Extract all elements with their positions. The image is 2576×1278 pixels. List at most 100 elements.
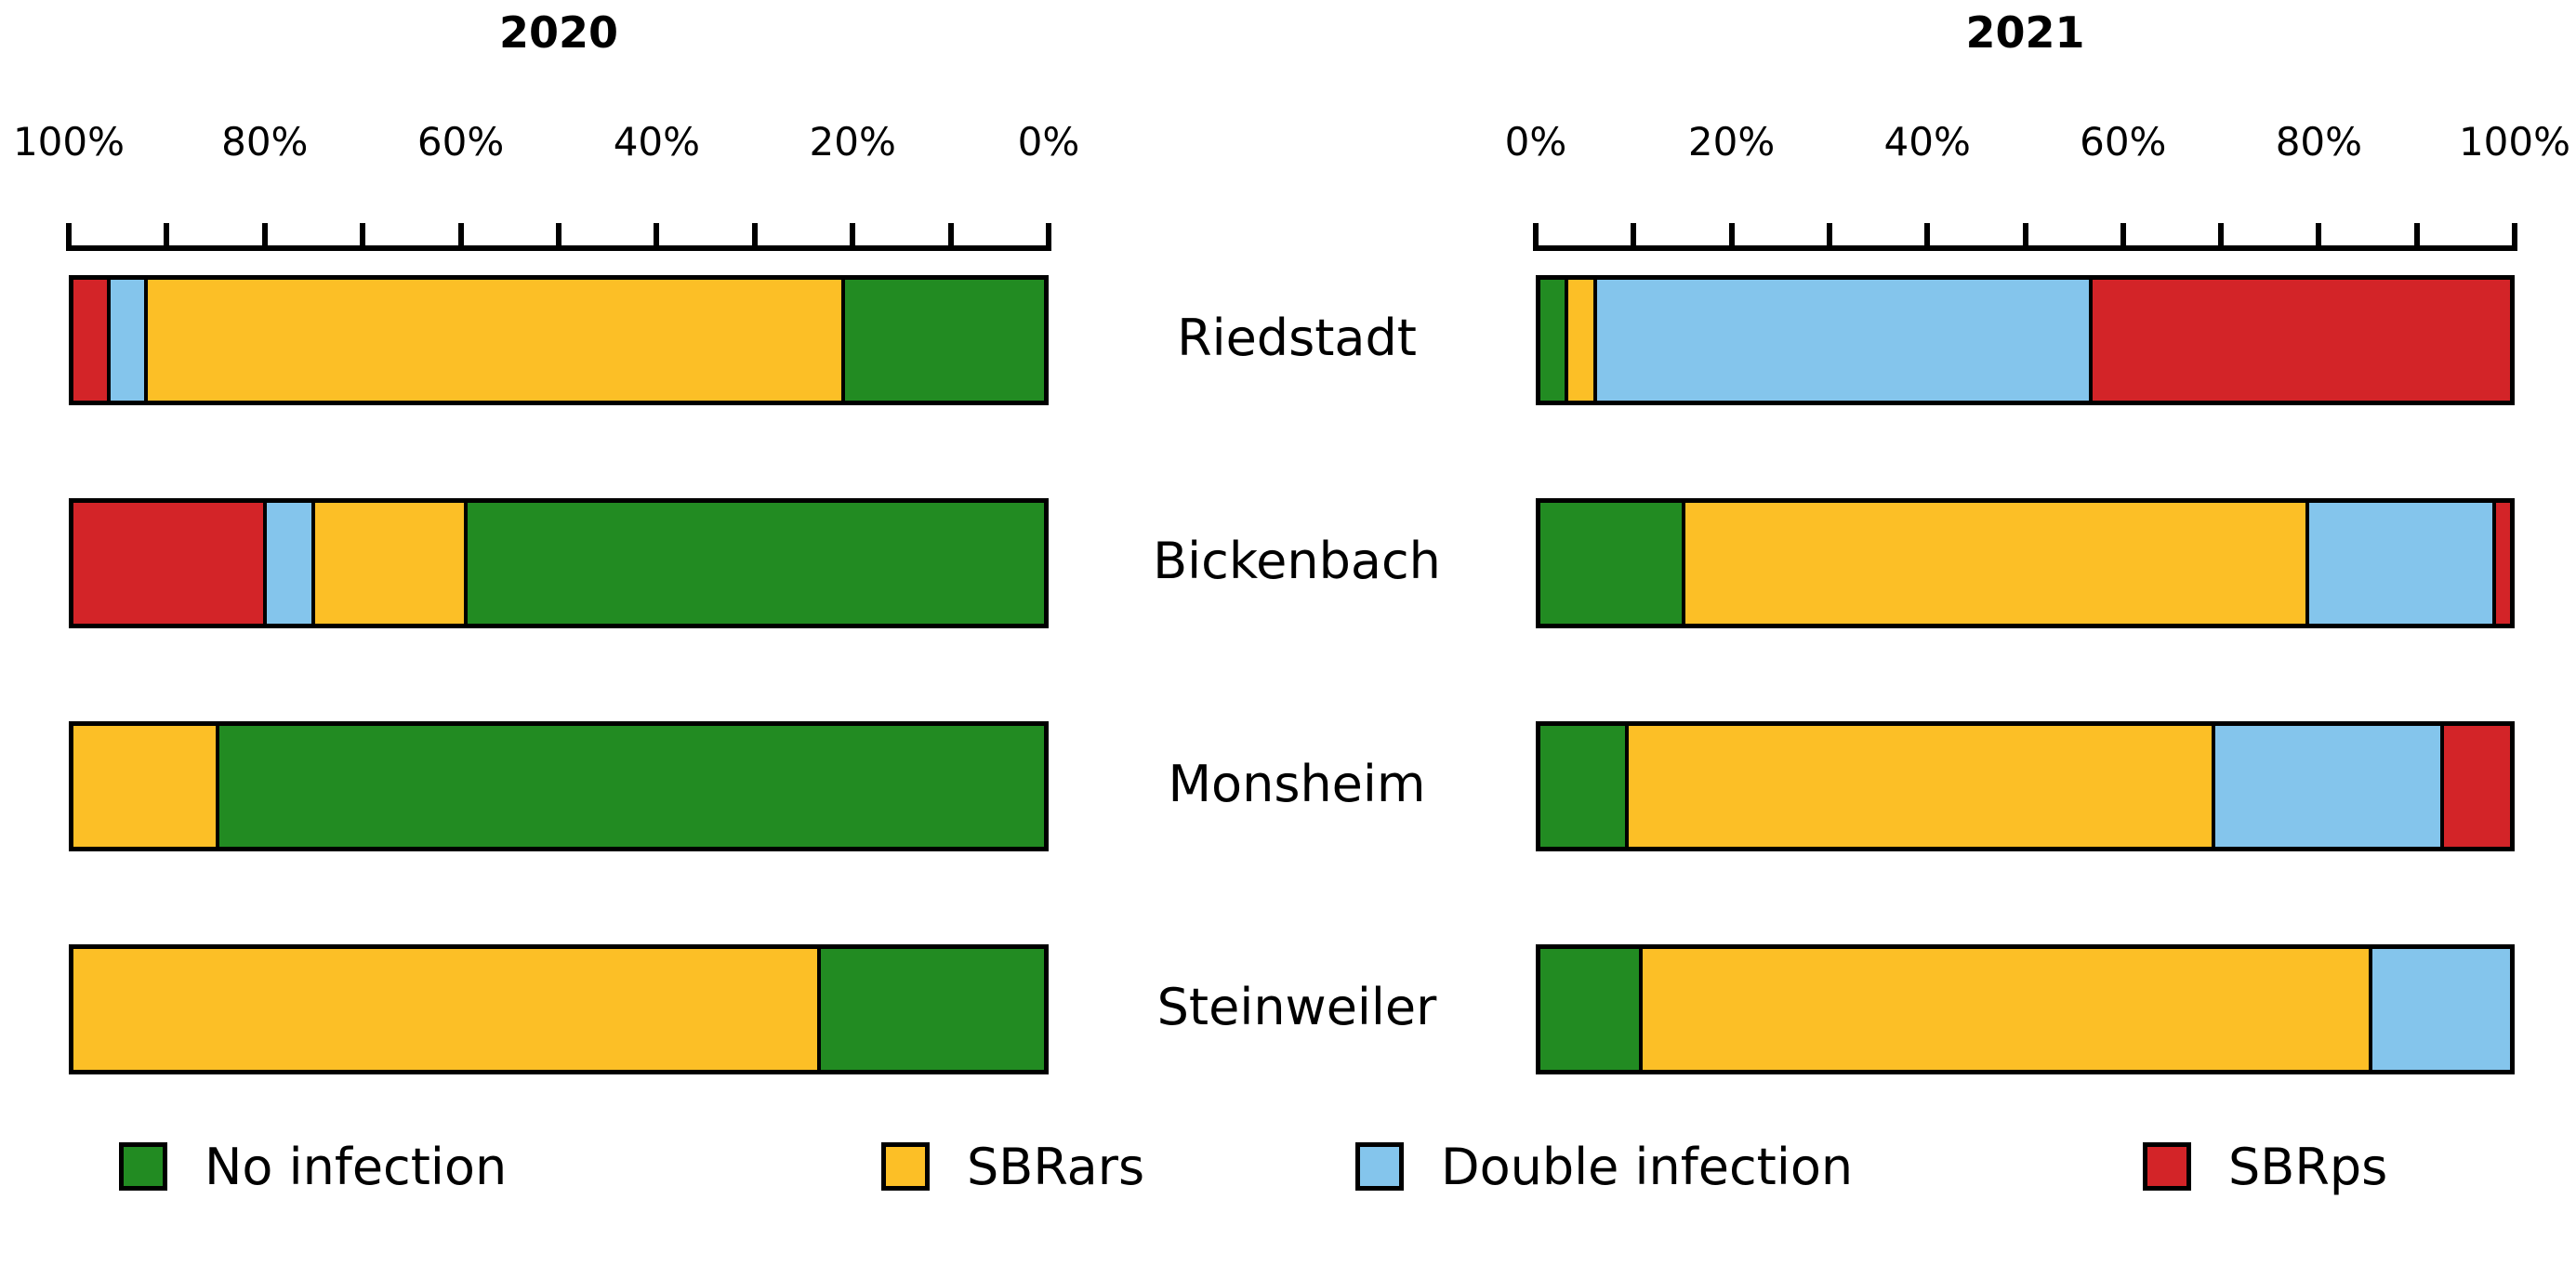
legend-swatch-icon bbox=[119, 1142, 167, 1191]
legend-item[interactable]: SBRars bbox=[881, 1125, 1144, 1208]
bar-segment[interactable] bbox=[1596, 280, 2093, 401]
bar-segment[interactable] bbox=[2214, 726, 2445, 847]
axis-tick-label: 80% bbox=[2275, 119, 2363, 165]
category-label-riedstadt: Riedstadt bbox=[1177, 309, 1417, 367]
bar-segment[interactable] bbox=[266, 503, 315, 624]
bar-segment[interactable] bbox=[148, 280, 845, 401]
axis-tick-label: 100% bbox=[12, 119, 125, 165]
axis-2021 bbox=[1533, 223, 2517, 251]
panel-title-2020: 2020 bbox=[498, 7, 619, 58]
axis-tick-labels-2021: 0% 20% 40% 60% 80% 100% bbox=[1505, 119, 2570, 165]
axis-tick-label: 0% bbox=[1017, 119, 1080, 165]
legend-swatch-icon bbox=[881, 1142, 930, 1191]
bar-segment[interactable] bbox=[2496, 503, 2510, 624]
stacked-bar[interactable] bbox=[1536, 721, 2515, 851]
bar-segment[interactable] bbox=[1540, 503, 1686, 624]
bar-row bbox=[69, 721, 1049, 851]
bar-segment[interactable] bbox=[2444, 726, 2510, 847]
axis-tick bbox=[947, 223, 954, 251]
stacked-bar[interactable] bbox=[1536, 275, 2515, 405]
axis-tick bbox=[2120, 223, 2126, 251]
stacked-bar[interactable] bbox=[1536, 944, 2515, 1074]
bar-row bbox=[69, 944, 1049, 1074]
bar-row bbox=[1536, 944, 2515, 1074]
legend-swatch-icon bbox=[1355, 1142, 1404, 1191]
axis-tick bbox=[164, 223, 170, 251]
axis-tick bbox=[66, 223, 72, 251]
stacked-bar[interactable] bbox=[69, 721, 1049, 851]
axis-tick bbox=[751, 223, 758, 251]
bar-segment[interactable] bbox=[2371, 949, 2510, 1070]
stacked-bar[interactable] bbox=[69, 275, 1049, 405]
axis-tick bbox=[1826, 223, 1832, 251]
bar-segment[interactable] bbox=[820, 949, 1044, 1070]
axis-tick-label: 0% bbox=[1504, 119, 1567, 165]
axis-tick bbox=[2413, 223, 2420, 251]
axis-tick bbox=[1533, 223, 1539, 251]
bar-row bbox=[69, 275, 1049, 405]
axis-tick bbox=[1046, 223, 1051, 251]
bar-segment[interactable] bbox=[1642, 949, 2372, 1070]
bar-row bbox=[69, 498, 1049, 628]
panel-title-2021: 2021 bbox=[1965, 7, 2085, 58]
bar-segment[interactable] bbox=[1568, 280, 1597, 401]
bar-segment[interactable] bbox=[2092, 280, 2510, 401]
axis-tick bbox=[2512, 223, 2517, 251]
bar-segment[interactable] bbox=[845, 280, 1044, 401]
category-label-bickenbach: Bickenbach bbox=[1153, 532, 1441, 590]
bar-segment[interactable] bbox=[2309, 503, 2497, 624]
bar-segment[interactable] bbox=[110, 280, 149, 401]
bar-segment[interactable] bbox=[73, 280, 111, 401]
stacked-bar[interactable] bbox=[69, 498, 1049, 628]
bar-segment[interactable] bbox=[1540, 280, 1569, 401]
legend-item[interactable]: No infection bbox=[119, 1125, 507, 1208]
legend: No infection SBRars Double infection SBRps bbox=[0, 1125, 2576, 1236]
axis-tick bbox=[2316, 223, 2322, 251]
axis-tick-label: 60% bbox=[416, 119, 505, 165]
axis-tick-labels-2020: 100% 80% 60% 40% 20% 0% bbox=[13, 119, 1079, 165]
legend-label: Double infection bbox=[1441, 1137, 1854, 1196]
category-label-steinweiler: Steinweiler bbox=[1156, 978, 1437, 1036]
legend-item[interactable]: Double infection bbox=[1355, 1125, 1853, 1208]
axis-tick-label: 40% bbox=[1883, 119, 1971, 165]
bar-row bbox=[1536, 498, 2515, 628]
bar-segment[interactable] bbox=[1685, 503, 2310, 624]
bar-segment[interactable] bbox=[1540, 726, 1629, 847]
stacked-bar[interactable] bbox=[1536, 498, 2515, 628]
axis-tick bbox=[556, 223, 561, 251]
axis-tick-label: 100% bbox=[2458, 119, 2571, 165]
bar-segment[interactable] bbox=[1628, 726, 2215, 847]
legend-label: No infection bbox=[205, 1137, 508, 1196]
axis-tick bbox=[360, 223, 366, 251]
axis-2020 bbox=[66, 223, 1051, 251]
stacked-bar[interactable] bbox=[69, 944, 1049, 1074]
legend-label: SBRps bbox=[2228, 1137, 2388, 1196]
bar-row bbox=[1536, 721, 2515, 851]
category-label-monsheim: Monsheim bbox=[1168, 755, 1426, 813]
axis-tick bbox=[1728, 223, 1735, 251]
axis-tick bbox=[654, 223, 660, 251]
legend-swatch-icon bbox=[2143, 1142, 2191, 1191]
axis-tick-label: 40% bbox=[613, 119, 701, 165]
bar-segment[interactable] bbox=[314, 503, 468, 624]
bar-segment[interactable] bbox=[467, 503, 1044, 624]
bar-segment[interactable] bbox=[73, 949, 821, 1070]
axis-tick-label: 20% bbox=[1687, 119, 1776, 165]
axis-tick-label: 20% bbox=[809, 119, 896, 165]
axis-tick bbox=[1924, 223, 1931, 251]
legend-label: SBRars bbox=[967, 1137, 1145, 1196]
axis-tick bbox=[2218, 223, 2225, 251]
bar-row bbox=[1536, 275, 2515, 405]
legend-item[interactable]: SBRps bbox=[2143, 1125, 2387, 1208]
bar-segment[interactable] bbox=[218, 726, 1044, 847]
axis-tick bbox=[457, 223, 464, 251]
axis-tick bbox=[2022, 223, 2028, 251]
axis-tick-label: 80% bbox=[221, 119, 309, 165]
axis-tick bbox=[850, 223, 856, 251]
bar-segment[interactable] bbox=[73, 503, 267, 624]
axis-tick-label: 60% bbox=[2080, 119, 2167, 165]
axis-tick bbox=[261, 223, 268, 251]
bar-segment[interactable] bbox=[73, 726, 219, 847]
bar-segment[interactable] bbox=[1540, 949, 1643, 1070]
